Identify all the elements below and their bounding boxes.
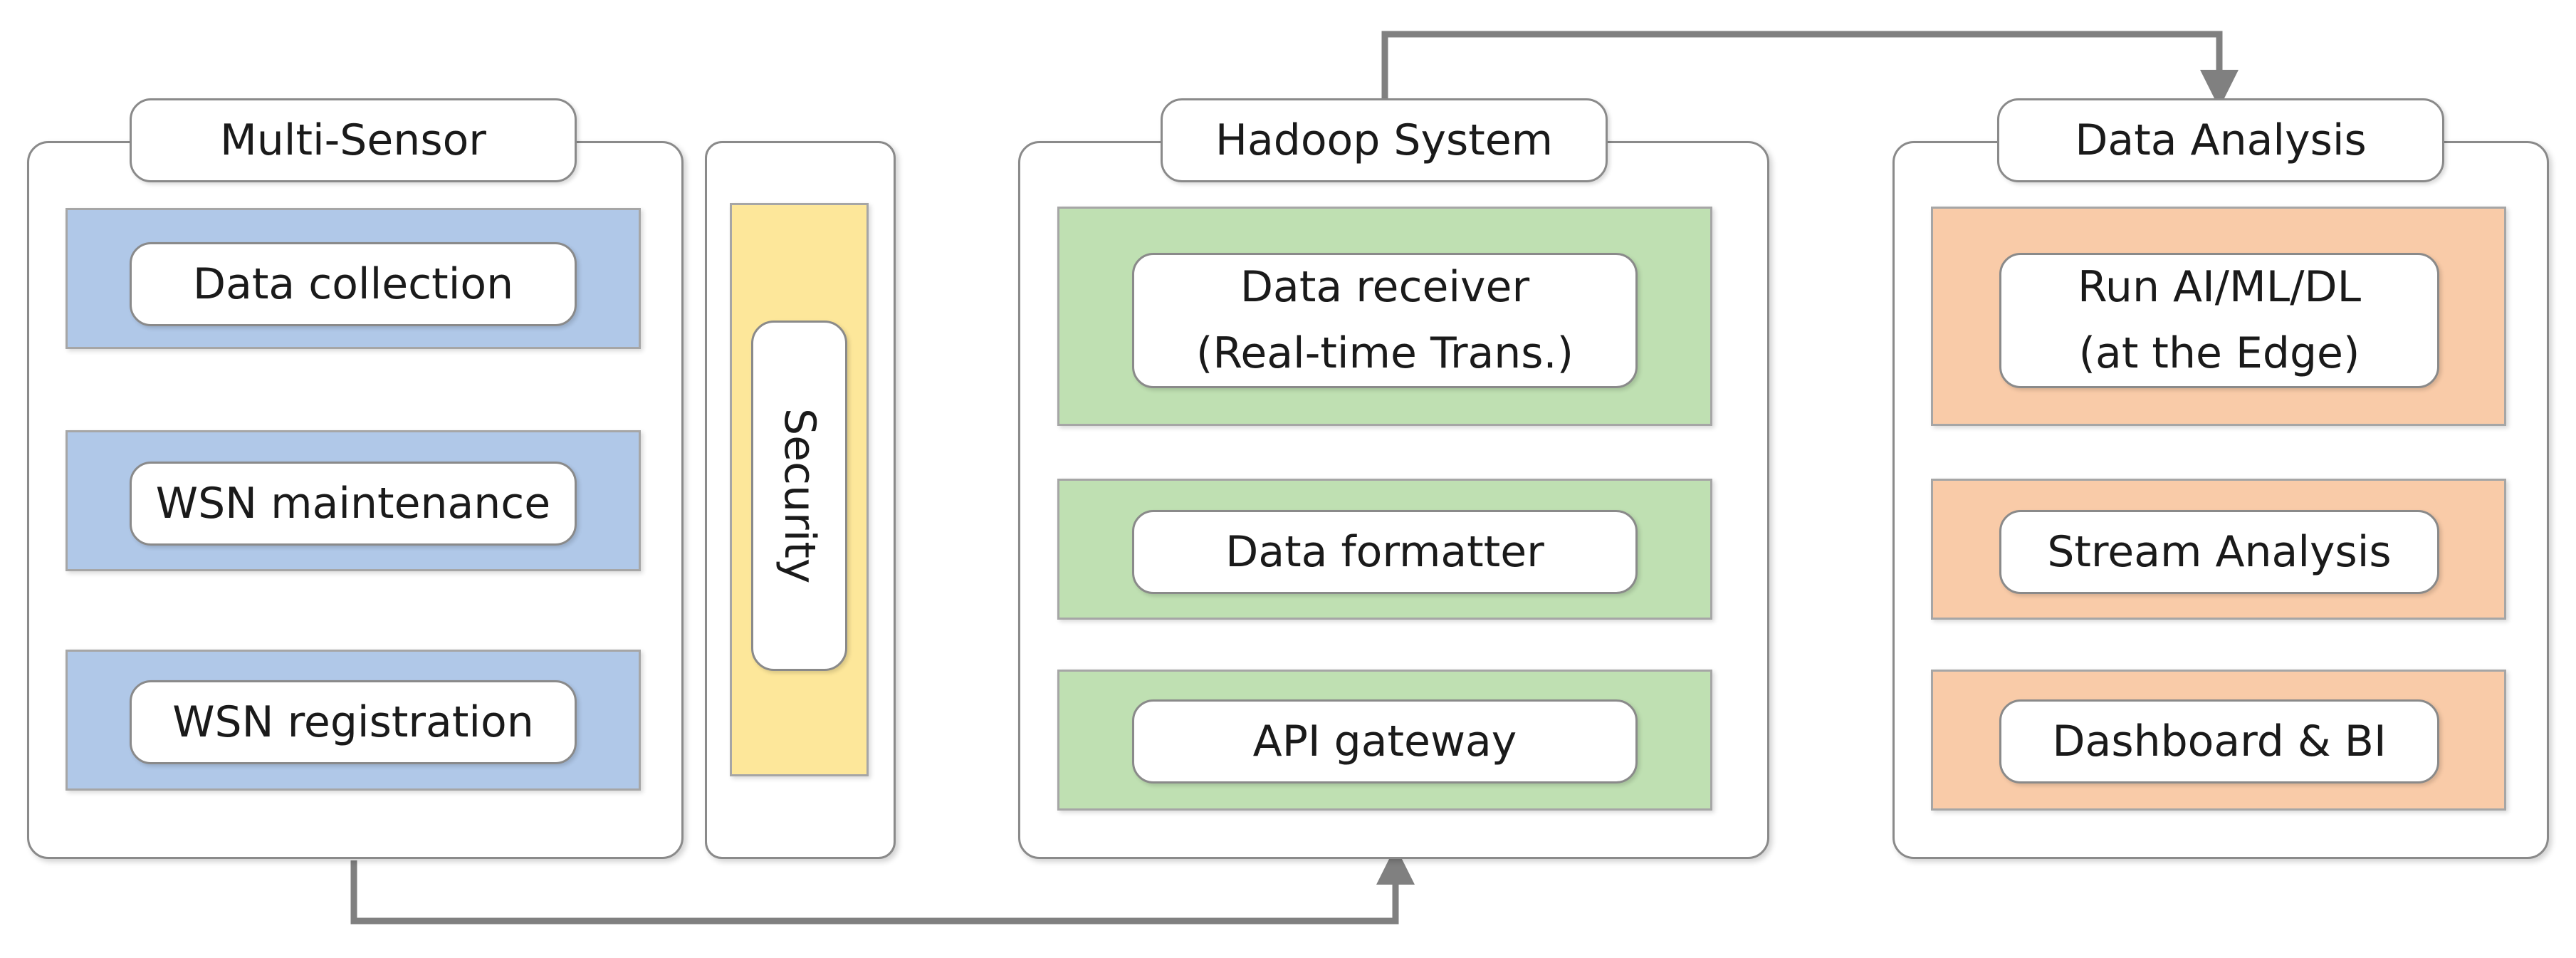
hadoop-system-title: Hadoop System bbox=[1161, 98, 1608, 182]
data-collection-box: Data collection bbox=[130, 242, 577, 326]
data-receiver-line2: (Real-time Trans.) bbox=[1195, 328, 1574, 378]
dashboard-bi-label: Dashboard & BI bbox=[2052, 716, 2387, 766]
multi-sensor-title: Multi-Sensor bbox=[130, 98, 577, 182]
data-formatter-label: Data formatter bbox=[1225, 526, 1544, 577]
data-receiver-line1: Data receiver bbox=[1240, 262, 1530, 312]
security-label: Security bbox=[775, 407, 824, 584]
arrow-sensor-to-hadoop bbox=[350, 846, 1415, 925]
run-ai-box: Run AI/ML/DL (at the Edge) bbox=[1999, 253, 2439, 388]
data-analysis-title: Data Analysis bbox=[1997, 98, 2444, 182]
wsn-maintenance-label: WSN maintenance bbox=[155, 478, 551, 529]
data-formatter-box: Data formatter bbox=[1132, 510, 1638, 594]
wsn-registration-label: WSN registration bbox=[172, 697, 534, 747]
stream-analysis-box: Stream Analysis bbox=[1999, 510, 2439, 594]
api-gateway-box: API gateway bbox=[1132, 699, 1638, 783]
wsn-maintenance-box: WSN maintenance bbox=[130, 462, 577, 546]
dashboard-bi-box: Dashboard & BI bbox=[1999, 699, 2439, 783]
data-receiver-box: Data receiver (Real-time Trans.) bbox=[1132, 253, 1638, 388]
security-box: Security bbox=[751, 321, 847, 671]
data-collection-label: Data collection bbox=[192, 259, 514, 309]
run-ai-line2: (at the Edge) bbox=[2078, 328, 2360, 378]
run-ai-line1: Run AI/ML/DL bbox=[2077, 262, 2362, 312]
arrow-hadoop-to-analysis bbox=[1381, 31, 2239, 146]
api-gateway-label: API gateway bbox=[1252, 716, 1517, 766]
stream-analysis-label: Stream Analysis bbox=[2047, 526, 2392, 577]
wsn-registration-box: WSN registration bbox=[130, 680, 577, 764]
